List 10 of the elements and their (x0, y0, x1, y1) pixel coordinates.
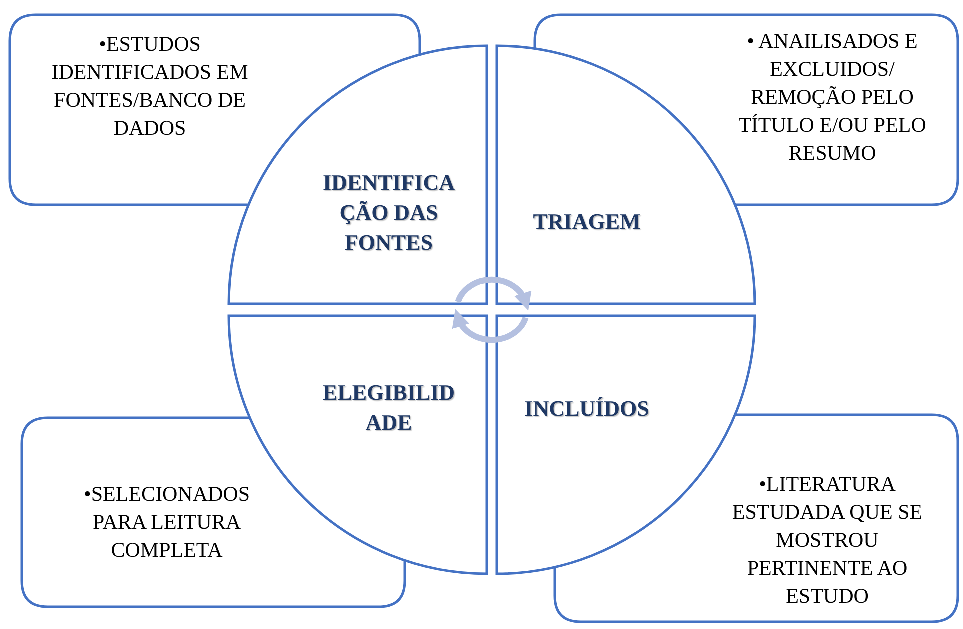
stage-label: IDENTIFICA ÇÃO DAS FONTES (322, 169, 456, 257)
stage-label: TRIAGEM (532, 208, 642, 236)
description-text: •ESTUDOS IDENTIFICADOS EM FONTES/BANCO DE DADOS (50, 31, 250, 142)
description-text: •SELECIONADOS PARA LEITURA COMPLETA (82, 481, 252, 564)
stage-label: INCLUÍDOS (524, 395, 650, 423)
description-text: • ANAILISADOS E EXCLUIDOS/ REMOÇÃO PELO TÍTULO E/OU PELO RESUMO (738, 28, 928, 167)
stage-label: ELEGIBILID ADE (322, 379, 456, 437)
curved-arrow (453, 310, 529, 344)
curved-arrow (455, 276, 531, 310)
description-text: •LITERATURA ESTUDADA QUE SE MOSTROU PERTINENTE AO ESTUDO (731, 471, 924, 610)
